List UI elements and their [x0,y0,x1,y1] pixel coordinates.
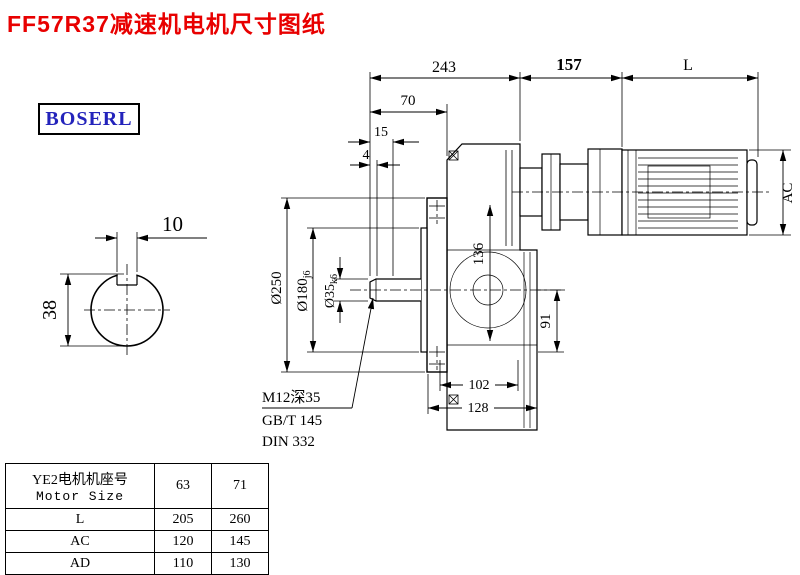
dim-AC-label: AC [780,183,796,204]
note-tap-label: M12深35 [262,389,320,406]
row-AD-label: AD [5,552,155,575]
dim-243-label: 243 [432,59,456,76]
row-L-value-71: 260 [211,508,269,531]
dim-102-label: 102 [469,378,490,393]
dim-180-label: Ø180j6 [295,270,313,311]
row-AC-label: AC [5,530,155,553]
table-row: L 205 260 [5,508,269,531]
row-AD-value-63: 110 [154,552,212,575]
dim-38-label: 38 [39,300,61,320]
motor-fins [638,157,738,229]
motor-body [621,149,748,236]
motor-size-table: YE2电机机座号 Motor Size 63 71 L 205 260 AC 1… [5,463,269,575]
dim-35-label: Ø35k6 [323,274,340,308]
dim-4-label: 4 [363,148,370,163]
boserl-logo: BOSERL [38,103,140,135]
table-header-cell: YE2电机机座号 Motor Size [5,463,155,509]
frame-63-header: 63 [154,463,212,509]
motor-size-label-en: Motor Size [35,488,124,504]
thread-callout: M12深35 GB/T 145 DIN 332 [262,297,375,450]
dim-157-label: 157 [556,55,582,74]
row-AD-value-71: 130 [211,552,269,575]
frame-71-header: 71 [211,463,269,509]
drain-plug-icon [448,394,459,405]
dim-shaft-dia: 38 [39,273,124,347]
dim-L-label: L [683,57,693,74]
note-gbt-label: GB/T 145 [262,413,322,429]
table-row: AC 120 145 [5,530,269,553]
row-L-label: L [5,508,155,531]
dim-128-label: 128 [468,401,489,416]
page-title: FF57R37减速机电机尺寸图纸 [7,11,326,37]
dim-key-width: 10 [95,212,207,272]
dim-10-label: 10 [162,212,183,236]
output-flange [426,197,448,373]
oil-plug-icon [448,150,459,161]
dim-91-label: 91 [538,314,554,329]
row-AC-value-71: 145 [211,530,269,553]
note-din-label: DIN 332 [262,434,315,450]
table-header-row: YE2电机机座号 Motor Size 63 71 [5,463,269,509]
dim-250-label: Ø250 [269,271,285,304]
motor-end-cap [746,159,758,226]
table-row: AD 110 130 [5,552,269,575]
gearbox-main-view [350,143,772,431]
dimensions: 243 157 L 70 15 4 AC Ø250 Ø180j6 Ø35k6 [269,55,796,416]
dim-15-label: 15 [374,125,388,140]
motor-size-label-cn: YE2电机机座号 [32,472,128,488]
dim-136-label: 136 [471,242,487,265]
row-AC-value-63: 120 [154,530,212,553]
shaft-end-view: 10 38 [39,212,207,356]
logo-text: BOSERL [45,107,133,130]
row-L-value-63: 205 [154,508,212,531]
dim-70-label: 70 [401,93,416,109]
